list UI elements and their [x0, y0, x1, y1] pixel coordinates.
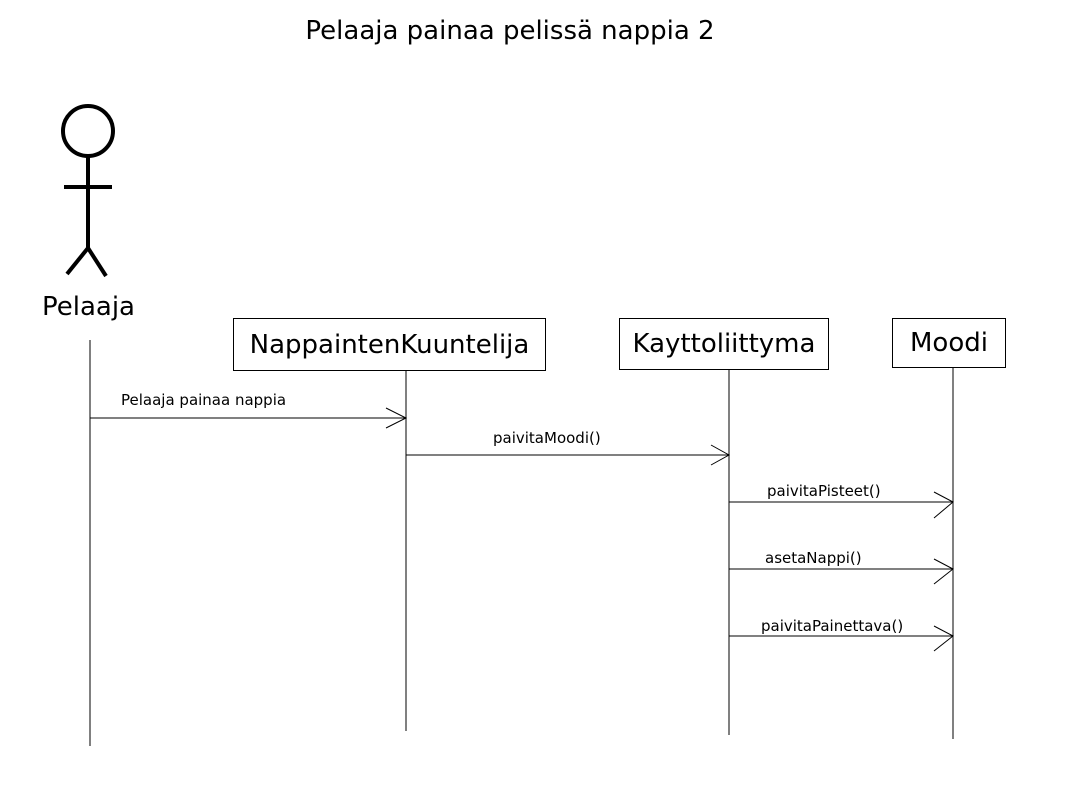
- actor-right-leg: [86, 246, 108, 278]
- message-arrow-2: [406, 444, 731, 466]
- participant-box-moodi: Moodi: [892, 318, 1006, 368]
- actor-left-leg: [65, 246, 90, 276]
- message-arrow-5: [729, 625, 954, 652]
- message-arrow-1: [90, 407, 408, 429]
- actor-label: Pelaaja: [42, 292, 135, 322]
- message-label-1: Pelaaja painaa nappia: [121, 391, 287, 409]
- message-label-2: paivitaMoodi(): [493, 429, 601, 447]
- message-arrow-4: [729, 558, 954, 585]
- diagram-title: Pelaaja painaa pelissä nappia 2: [305, 16, 715, 46]
- message-label-5: paivitaPainettava(): [761, 617, 904, 635]
- participant-box-nappaintenkuuntelija: NappaintenKuuntelija: [233, 318, 546, 371]
- message-arrow-3: [729, 491, 954, 519]
- participant-box-kayttoliittyma: Kayttoliittyma: [619, 318, 829, 370]
- actor-stick-figure-icon: [61, 104, 115, 278]
- actor-head: [61, 104, 115, 158]
- message-label-4: asetaNappi(): [765, 549, 862, 567]
- message-label-3: paivitaPisteet(): [767, 482, 881, 500]
